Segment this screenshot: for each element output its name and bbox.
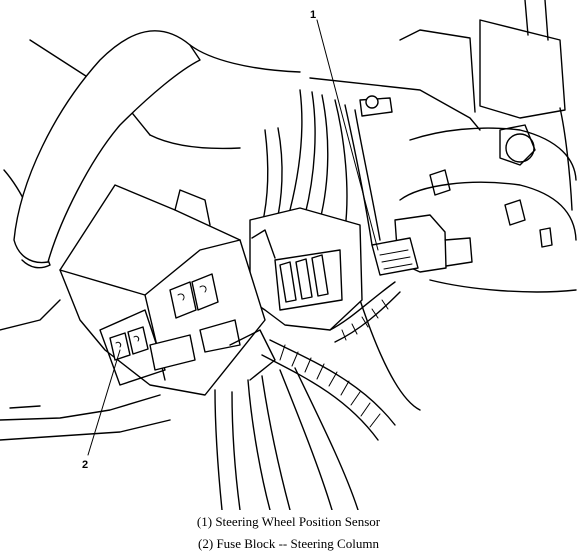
steering-wheel-position-sensor — [371, 214, 473, 276]
callout-2: 2 — [82, 459, 88, 471]
line-drawing: 1 2 — [0, 0, 577, 510]
leader-line-2 — [87, 349, 121, 456]
legend-item-2: (2) Fuse Block -- Steering Column — [198, 536, 379, 551]
legend-item-1: (1) Steering Wheel Position Sensor — [196, 514, 381, 529]
callout-1: 1 — [310, 9, 316, 21]
wiring-harness — [214, 89, 401, 510]
fuse-block — [59, 184, 276, 396]
column-shroud — [0, 30, 301, 441]
steering-column — [309, 0, 577, 411]
leader-lines — [87, 19, 379, 456]
leader-line-1 — [316, 19, 379, 251]
harness-connector — [249, 207, 363, 331]
